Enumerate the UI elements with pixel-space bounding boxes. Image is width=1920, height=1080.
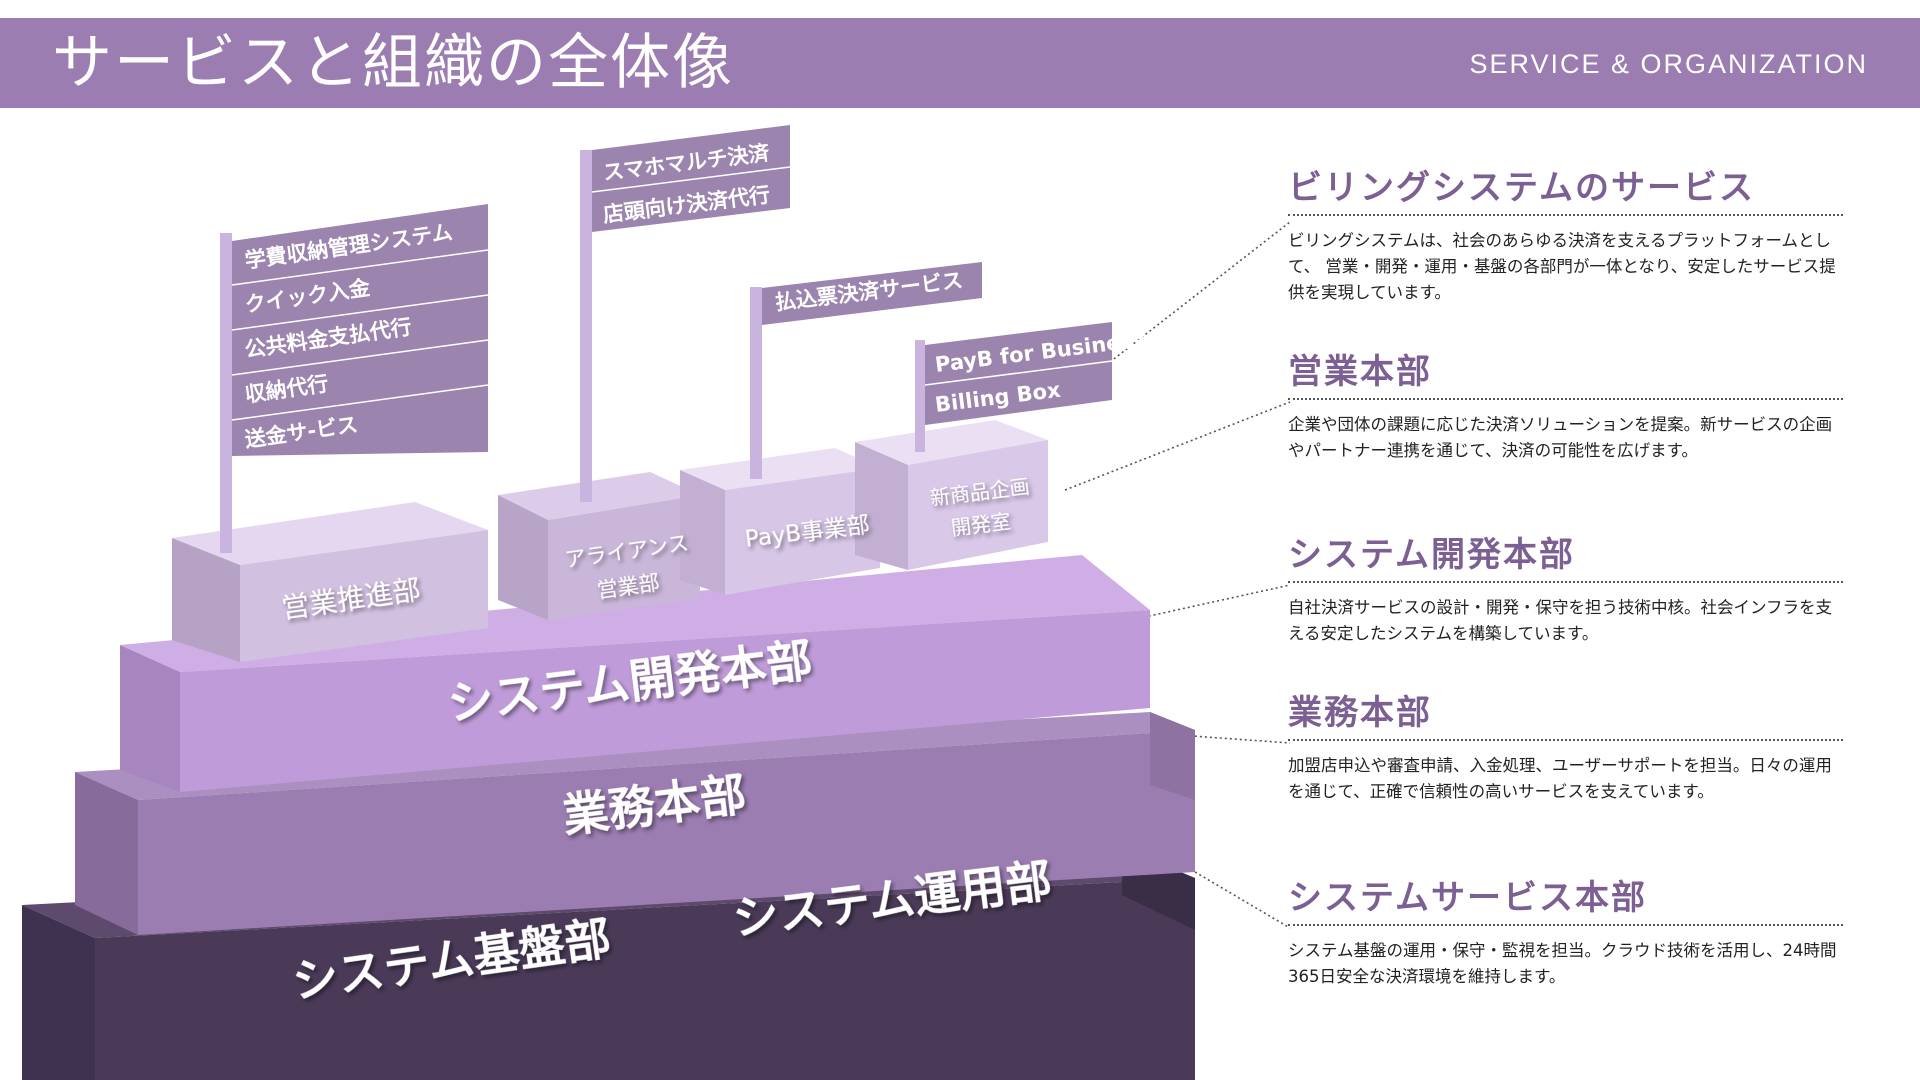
flag-1: 学費収納管理システム クイック入金 公共料金支払代行 収納代行 送金サ-ビス: [231, 204, 489, 456]
desc-eigyo-honbu: 営業本部 企業や団体の課題に応じた決済ソリューションを提案。新サービスの企画やパ…: [1288, 348, 1843, 464]
header-bar: サービスと組織の全体像 SERVICE & ORGANIZATION: [0, 18, 1920, 108]
desc-gyomu-honbu-title: 業務本部: [1288, 693, 1432, 733]
flag-2: スマホマルチ決済 店頭向け決済代行: [591, 125, 791, 232]
desc-gyomu-honbu-text: 加盟店申込や審査申請、入金処理、ユーザーサポートを担当。日々の運用を通じて、正確…: [1288, 756, 1832, 801]
flag-pole-1: [220, 233, 232, 553]
desc-system-service-honbu-title: システムサービス本部: [1288, 878, 1647, 918]
desc-gyomu-honbu: 業務本部 加盟店申込や審査申請、入金処理、ユーザーサポートを担当。日々の運用を通…: [1288, 689, 1843, 805]
desc-system-kaihatsu-honbu: システム開発本部 自社決済サービスの設計・開発・保守を担う技術中核。社会インフラ…: [1288, 531, 1843, 647]
flag-3: 払込票決済サービス: [762, 262, 982, 325]
desc-system-kaihatsu-honbu-text: 自社決済サービスの設計・開発・保守を担う技術中核。社会インフラを支える安定したシ…: [1288, 598, 1833, 643]
leader-line-gyomu: [1149, 732, 1291, 744]
desc-eigyo-honbu-title: 営業本部: [1288, 352, 1432, 392]
leader-line-system-service: [1194, 871, 1291, 929]
block-new-product: [855, 420, 1048, 570]
leader-lines: [1064, 221, 1291, 929]
desc-divider: [1288, 581, 1843, 583]
block-alliance: [498, 472, 700, 620]
desc-system-kaihatsu-honbu-title: システム開発本部: [1288, 535, 1575, 575]
tier-gyomu: [75, 712, 1195, 935]
page-title: サービスと組織の全体像: [52, 28, 734, 98]
leader-line-eigyo: [1064, 401, 1291, 491]
desc-divider: [1288, 739, 1843, 741]
desc-system-service-honbu: システムサービス本部 システム基盤の運用・保守・監視を担当。クラウド技術を活用し…: [1288, 874, 1843, 990]
flag-pole-4: [915, 340, 925, 452]
desc-divider: [1288, 214, 1843, 216]
block-eigyo-suishin: [172, 502, 488, 662]
desc-billing-system-title: ビリングシステムのサービス: [1288, 168, 1755, 208]
flag-4: PayB for Business Billing Box: [924, 322, 1146, 425]
leader-line-kaihatsu: [1094, 584, 1291, 629]
leader-line-billing: [1109, 221, 1291, 363]
flag-pole-2: [580, 150, 592, 502]
flag-poles: [220, 150, 925, 553]
desc-divider: [1288, 924, 1843, 926]
desc-system-service-honbu-text: システム基盤の運用・保守・監視を担当。クラウド技術を活用し、24時間365日安全…: [1288, 941, 1837, 986]
desc-eigyo-honbu-text: 企業や団体の課題に応じた決済ソリューションを提案。新サービスの企画やパートナー連…: [1288, 415, 1833, 460]
desc-billing-system-text: ビリングシステムは、社会のあらゆる決済を支えるプラットフォームとして、 営業・開…: [1288, 231, 1836, 302]
block-payb: [680, 448, 880, 595]
desc-billing-system: ビリングシステムのサービス ビリングシステムは、社会のあらゆる決済を支えるプラッ…: [1288, 164, 1843, 306]
page-subtitle: SERVICE & ORGANIZATION: [1469, 49, 1868, 79]
desc-divider: [1288, 398, 1843, 400]
flag-pole-3: [750, 287, 762, 479]
